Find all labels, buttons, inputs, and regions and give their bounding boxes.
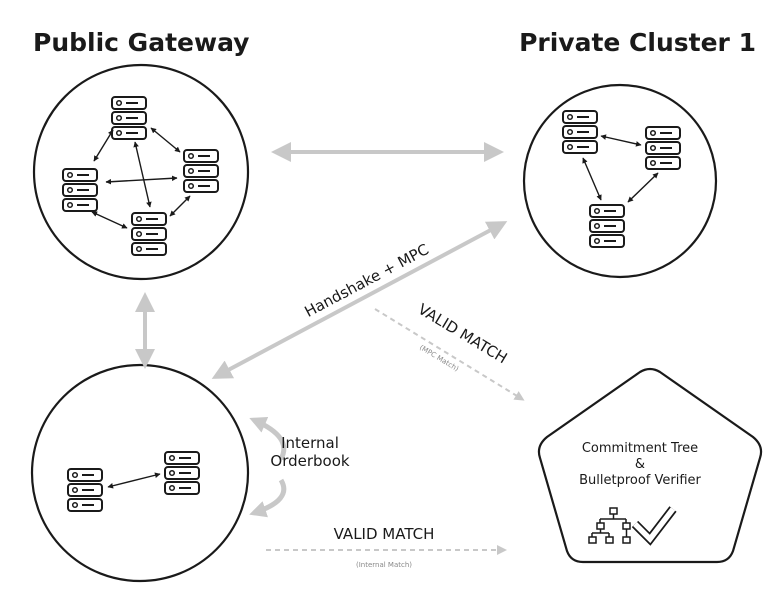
- public-gateway-title: Public Gateway: [33, 28, 250, 57]
- tree-icon: [588, 507, 631, 544]
- handshake-arrow: [211, 221, 508, 379]
- handshake-label: Handshake + MPC: [302, 240, 432, 321]
- server-icon: [164, 451, 200, 495]
- connection-line: [133, 141, 152, 208]
- connection-line: [169, 195, 191, 217]
- server-icon: [67, 468, 103, 512]
- verifier-line-3: Bulletproof Verifier: [579, 473, 701, 488]
- orderbook-curve-bottom: [249, 478, 287, 518]
- valid-match-label: VALID MATCH: [415, 300, 511, 367]
- private-cluster-title: Private Cluster 1: [519, 28, 756, 57]
- mpc-match-arrow: [374, 308, 525, 401]
- verifier-line-1: Commitment Tree: [582, 441, 698, 456]
- connection-line: [627, 172, 659, 203]
- private-cluster-node: [522, 83, 718, 279]
- internal-label: Internal: [281, 434, 339, 452]
- valid-match-bottom-label: VALID MATCH: [334, 525, 435, 543]
- server-icon: [183, 149, 219, 193]
- orderbook-curve-top: [249, 416, 287, 461]
- orderbook-label: Orderbook: [270, 452, 350, 470]
- verifier-node: Commitment Tree & Bulletproof Verifier: [537, 367, 763, 564]
- server-icon: [589, 204, 625, 248]
- server-icon: [111, 96, 147, 140]
- connection-line: [107, 472, 161, 489]
- server-icon: [645, 126, 681, 170]
- connection-line: [150, 127, 181, 153]
- local-cluster-node: [30, 363, 250, 583]
- connection-line: [600, 134, 642, 147]
- public-gateway-node: [32, 63, 250, 281]
- server-icon: [562, 110, 598, 154]
- verifier-line-2: &: [635, 457, 645, 472]
- connection-line: [91, 211, 128, 229]
- server-icon: [131, 212, 167, 256]
- connection-line: [93, 129, 114, 162]
- internal-match-label: (Internal Match): [356, 561, 412, 569]
- connection-line: [582, 157, 602, 201]
- connection-line: [105, 175, 178, 185]
- server-icon: [62, 168, 98, 212]
